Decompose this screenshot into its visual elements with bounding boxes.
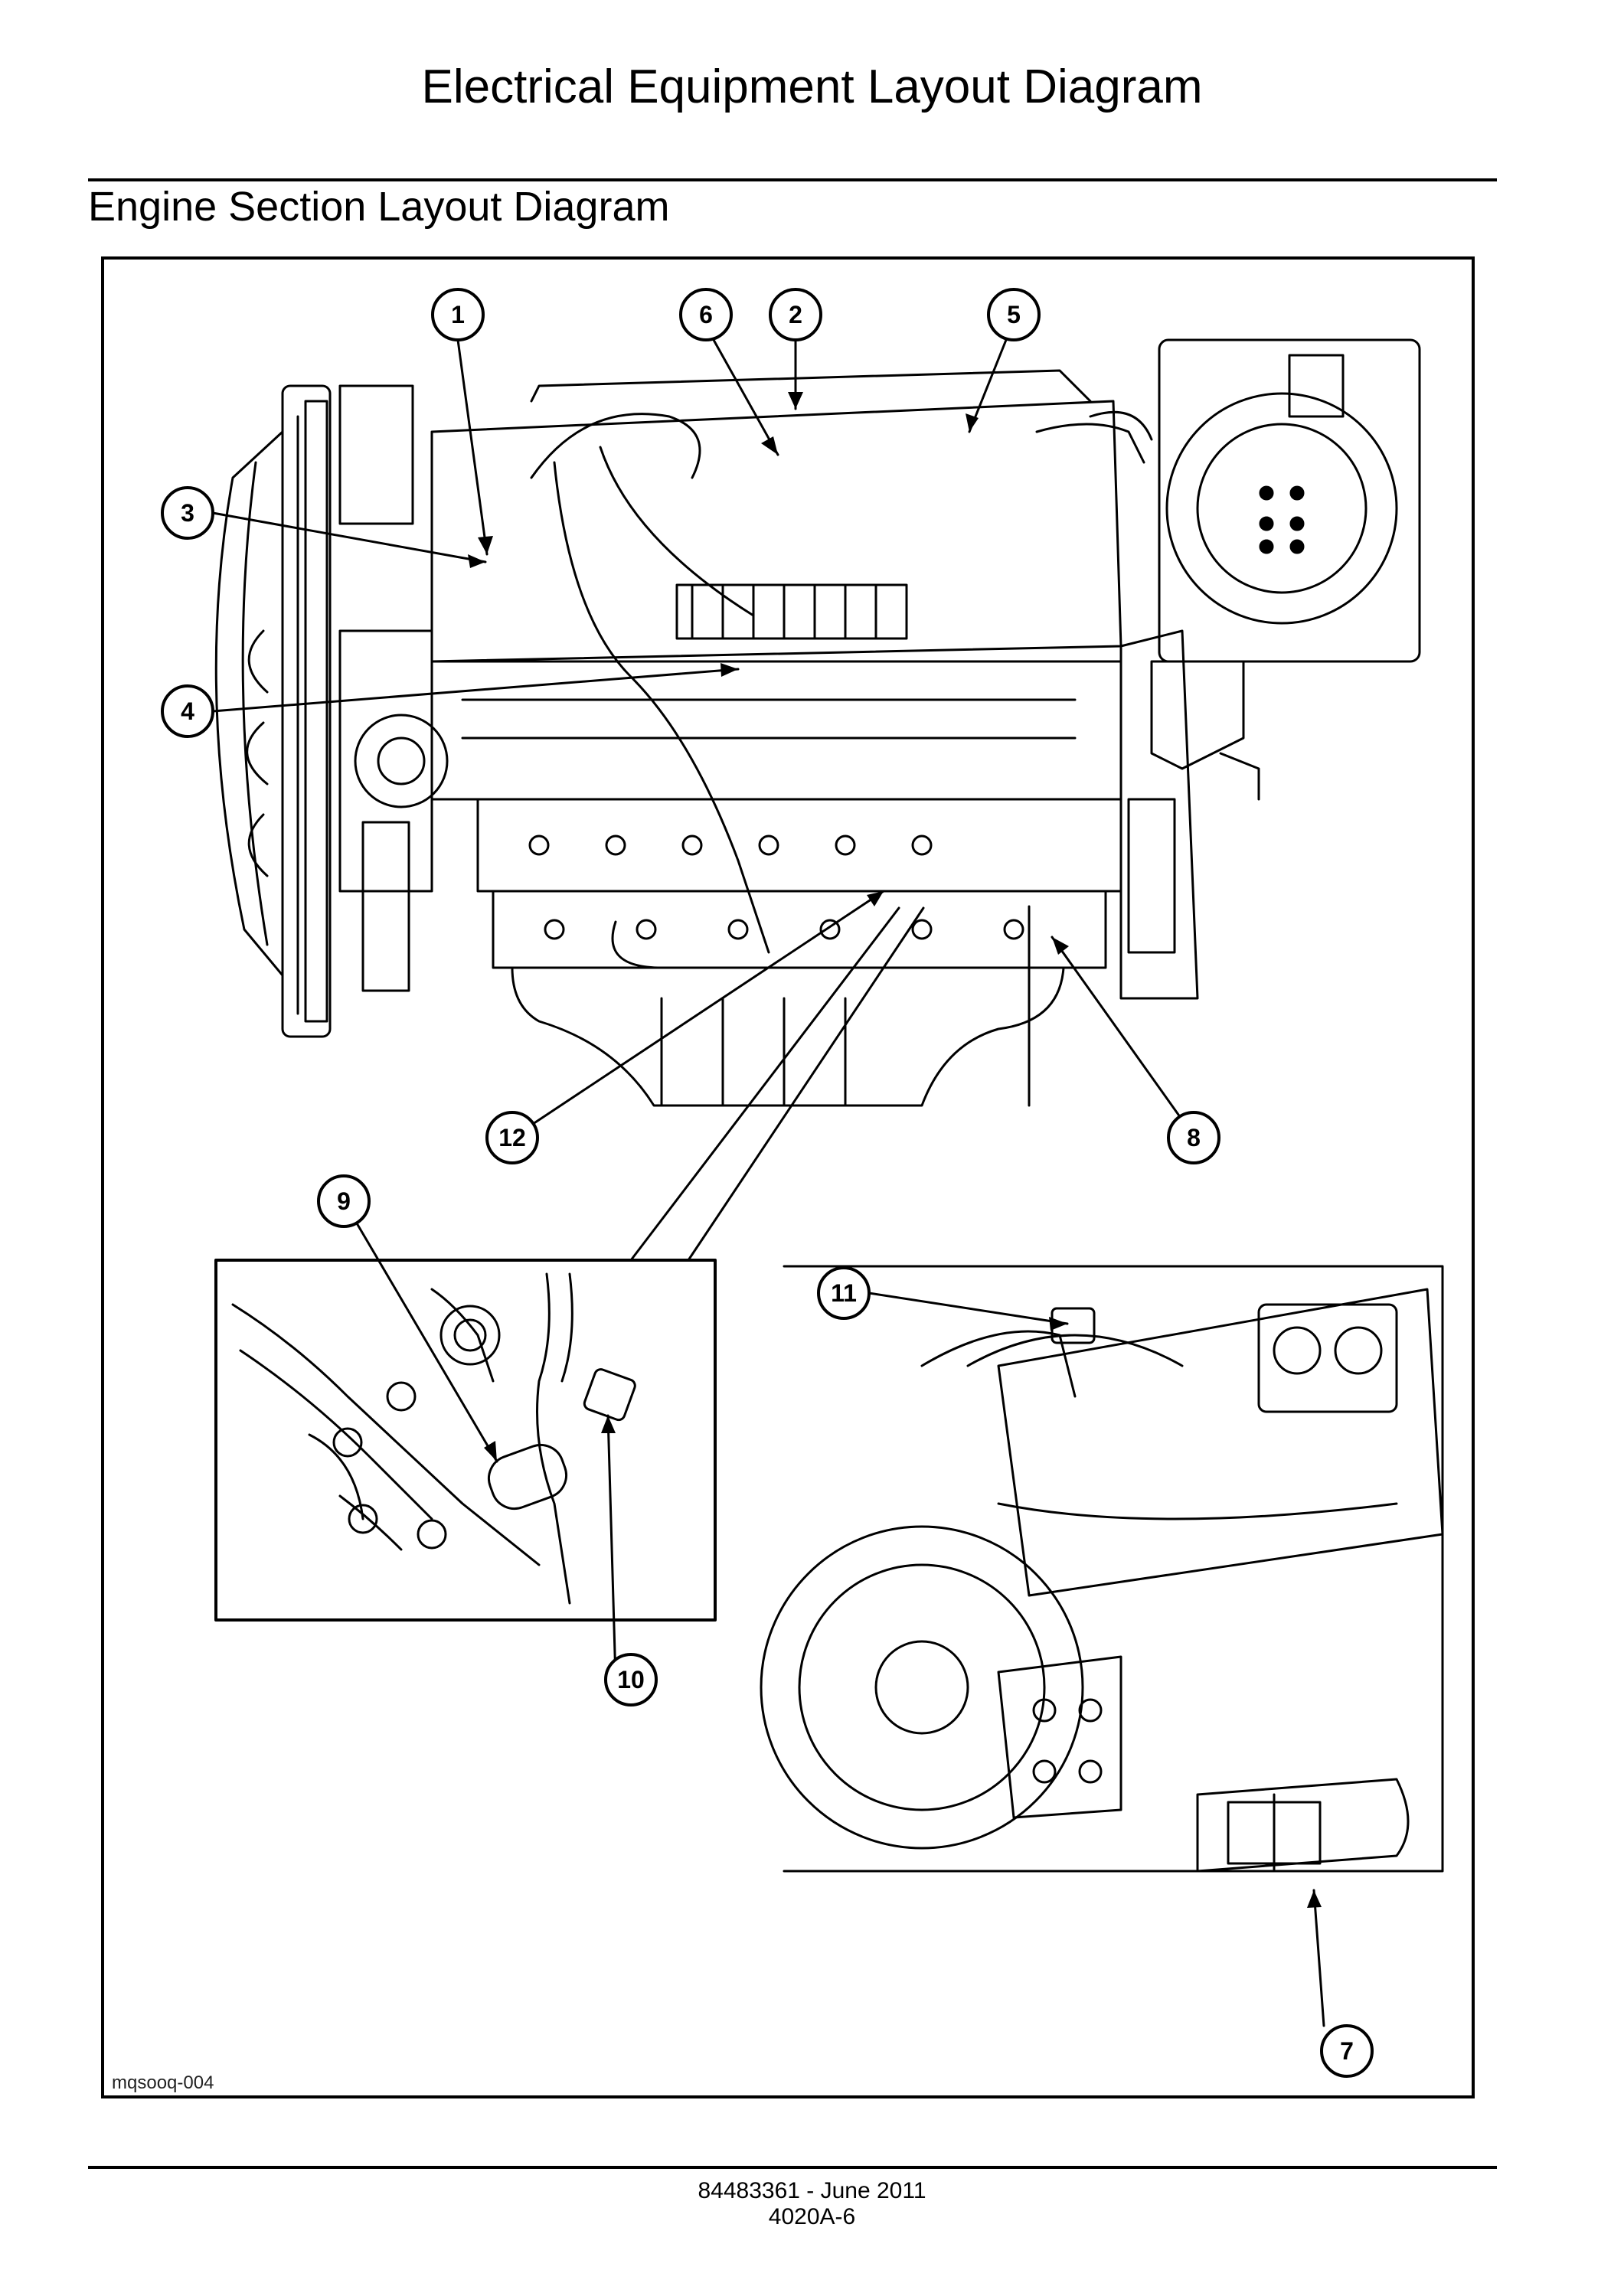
page-title: Electrical Equipment Layout Diagram — [421, 60, 1203, 113]
footer-rule — [88, 2166, 1497, 2169]
callout-8: 8 — [1167, 1111, 1220, 1164]
svg-text:3: 3 — [181, 499, 194, 527]
callout-1: 1 — [431, 288, 485, 341]
inset-starter-detail — [760, 1265, 1444, 1873]
callout-5: 5 — [987, 288, 1041, 341]
callout-leaders — [211, 338, 1325, 2027]
svg-text:10: 10 — [617, 1666, 645, 1693]
svg-text:12: 12 — [498, 1124, 526, 1151]
svg-text:8: 8 — [1187, 1124, 1201, 1151]
section-title: Engine Section Layout Diagram — [88, 184, 670, 230]
callout-arrowheads — [468, 392, 1322, 1908]
engine-diagram: 1 6 2 5 3 4 12 8 9 11 10 7 — [161, 288, 1444, 2078]
callout-12: 12 — [485, 1111, 539, 1164]
svg-text:11: 11 — [831, 1279, 857, 1307]
callouts: 1 6 2 5 3 4 12 8 9 11 10 7 — [161, 288, 1374, 2078]
callout-2: 2 — [769, 288, 822, 341]
callout-4: 4 — [161, 684, 214, 738]
figure-id: mqsooq-004 — [112, 2072, 214, 2093]
svg-text:9: 9 — [337, 1187, 351, 1215]
engine-side-view — [214, 338, 1421, 1107]
svg-text:1: 1 — [451, 301, 465, 328]
callout-9: 9 — [317, 1174, 371, 1228]
callout-10: 10 — [604, 1653, 658, 1706]
callout-7: 7 — [1320, 2024, 1374, 2078]
svg-text:7: 7 — [1340, 2037, 1354, 2065]
callout-3: 3 — [161, 486, 214, 540]
figure-frame: 1 6 2 5 3 4 12 8 9 11 10 7 — [101, 256, 1475, 2098]
footer-page-ref: 4020A-6 — [768, 2204, 856, 2229]
inset-sensor-detail — [214, 906, 925, 1622]
callout-11: 11 — [817, 1266, 871, 1320]
header-rule — [88, 178, 1497, 181]
footer-doc-line: 84483361 - June 2011 — [698, 2178, 926, 2203]
svg-text:6: 6 — [699, 301, 713, 328]
callout-6: 6 — [679, 288, 733, 341]
svg-text:5: 5 — [1007, 301, 1021, 328]
svg-text:2: 2 — [789, 301, 802, 328]
svg-text:4: 4 — [181, 697, 194, 725]
